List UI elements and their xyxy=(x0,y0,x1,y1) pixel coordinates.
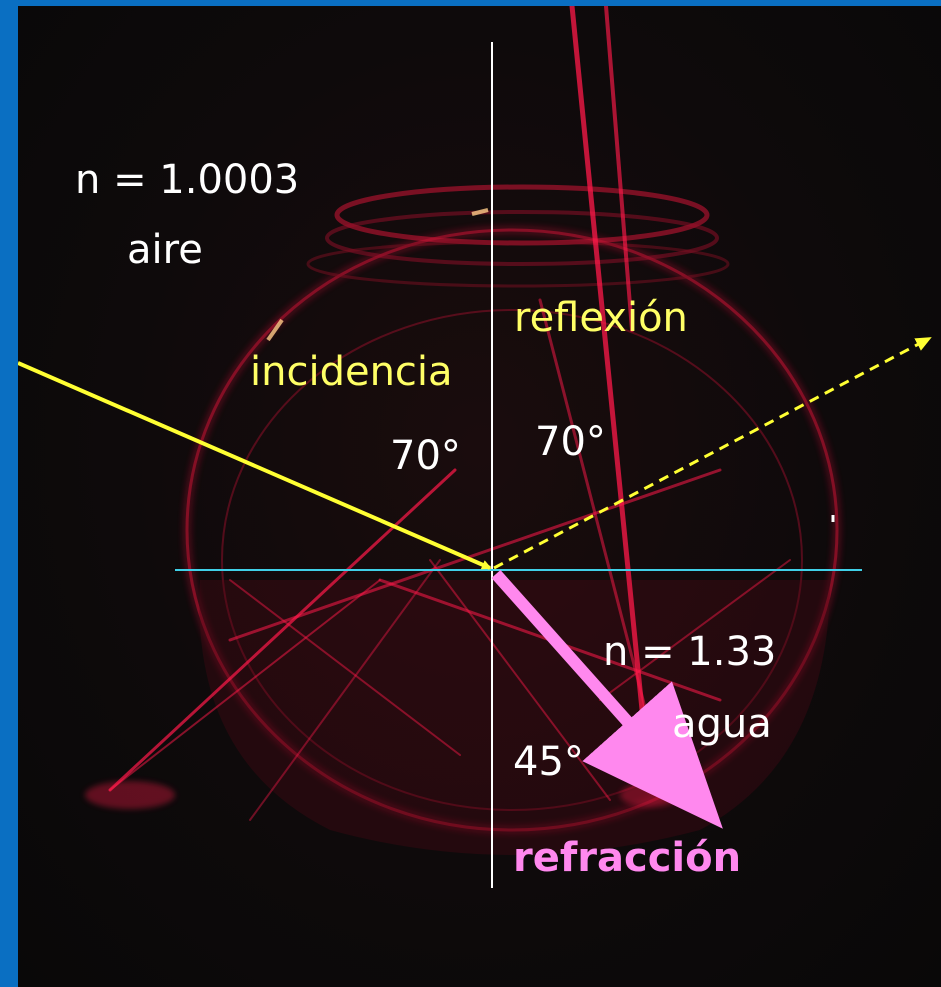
refracted-ray-label: refracción xyxy=(513,835,742,881)
refraction-angle-label: 45° xyxy=(513,739,584,785)
air-index-label: n = 1.0003 xyxy=(75,157,300,203)
reflection-angle-label: 70° xyxy=(535,419,606,465)
water-index-label: n = 1.33 xyxy=(603,629,777,675)
laser-beams xyxy=(85,6,791,821)
refraction-diagram xyxy=(18,6,932,888)
water-medium-label: agua xyxy=(672,701,772,747)
glass-highlights xyxy=(266,208,835,522)
incident-ray xyxy=(18,361,492,570)
incident-ray-label: incidencia xyxy=(250,349,453,395)
air-medium-label: aire xyxy=(127,227,203,273)
incidence-angle-label: 70° xyxy=(390,433,461,479)
laser-photo-background xyxy=(18,6,941,987)
reflected-ray-label: reflexión xyxy=(514,295,688,341)
refracted-ray xyxy=(491,570,723,829)
reflected-ray xyxy=(493,336,932,570)
glass-jar xyxy=(182,184,842,855)
